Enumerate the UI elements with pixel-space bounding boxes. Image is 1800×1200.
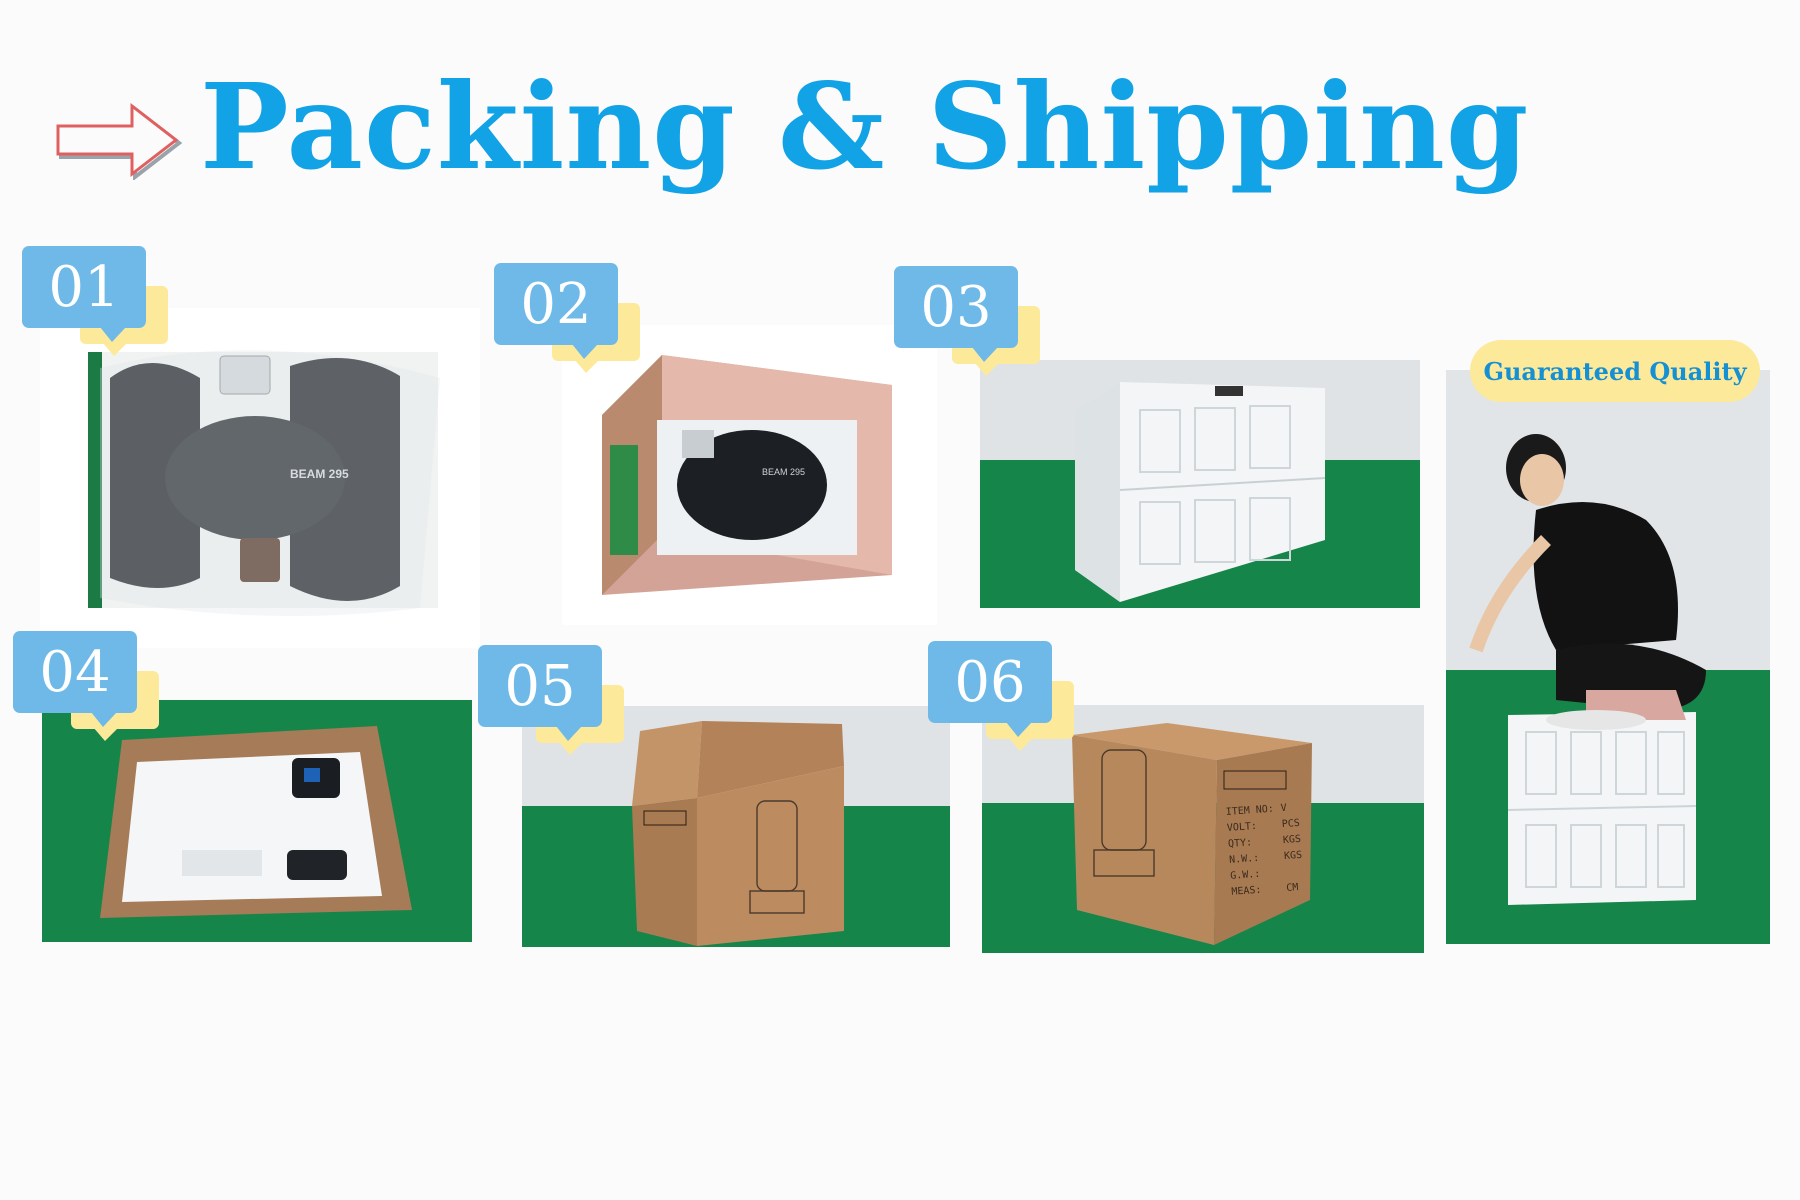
carton-line-meas: MEAS: [1231,885,1262,898]
carton-line-item: ITEM NO: [1225,804,1274,818]
step-number-04: 04 [13,631,137,727]
carton-line-volt: VOLT: [1227,821,1258,834]
carton-line-nw: N.W.: [1229,853,1260,866]
photo-step-03 [980,360,1420,608]
carton-value-pcs: PCS [1281,818,1300,830]
step-badge-02: 02 [494,263,640,373]
photo-step-02: BEAM 295 [562,325,937,625]
photo-label-02: BEAM 295 [762,467,805,477]
carton-value-kgs-1: KGS [1283,834,1302,846]
page-title: Packing & Shipping [200,57,1530,196]
step-number-05: 05 [478,645,602,741]
step-number-01: 01 [22,246,146,342]
guaranteed-quality-badge: Guaranteed Quality [1470,340,1760,402]
step-badge-05: 05 [478,645,624,755]
step-number-03: 03 [894,266,1018,362]
step-badge-01: 01 [22,246,168,356]
carton-line-gw: G.W.: [1230,869,1261,882]
photo-quality-test [1446,370,1770,944]
photo-step-04 [42,700,472,942]
outline-arrow-right-icon [56,102,183,180]
step-number-02: 02 [494,263,618,359]
carton-value-kgs-2: KGS [1284,850,1303,862]
carton-value-cm: CM [1286,882,1299,894]
step-badge-04: 04 [13,631,159,741]
step-number-06: 06 [928,641,1052,737]
step-badge-03: 03 [894,266,1040,376]
photo-step-05 [522,706,950,947]
photo-step-01: BEAM 295 [40,308,480,648]
carton-line-qty: QTY: [1228,837,1253,850]
photo-label-01: BEAM 295 [290,467,349,481]
step-badge-06: 06 [928,641,1074,751]
carton-value-v: V [1280,803,1287,814]
photo-step-06: ITEM NO: VOLT: QTY: N.W.: G.W.: MEAS: V … [982,705,1424,953]
